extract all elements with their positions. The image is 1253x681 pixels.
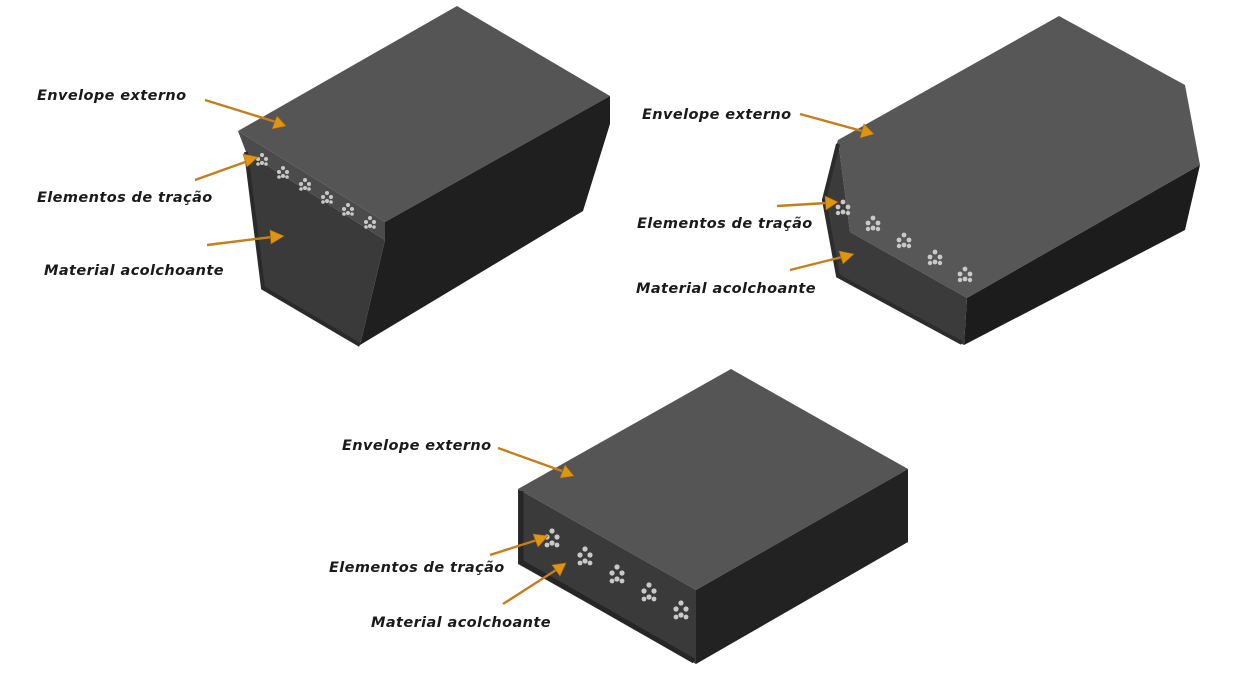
cord-cluster: [641, 582, 657, 602]
belt-side-face: [696, 469, 908, 664]
belt-front-edge: [244, 151, 362, 347]
diagram-hexagonal-belt: Envelope externo Elementos de tração Mat…: [636, 16, 1200, 345]
cord-cluster: [299, 178, 311, 191]
belt-front-face: [518, 489, 696, 664]
label-cushion: Material acolchoante: [636, 281, 816, 297]
arrowhead: [269, 229, 285, 245]
cord-cluster: [609, 564, 625, 584]
arrowhead: [551, 562, 567, 577]
cord-cluster: [321, 191, 333, 204]
belt-top-face: [518, 369, 908, 590]
cord-cluster: [673, 600, 689, 620]
label-cushion: Material acolchoante: [44, 263, 224, 279]
arrow-cushion: [502, 568, 557, 606]
arrowhead: [532, 533, 549, 548]
diagram-flat-belt: Envelope externo Elementos de tração Mat…: [329, 369, 908, 664]
arrowhead: [859, 123, 875, 139]
cord-cluster: [277, 166, 289, 179]
label-envelope: Envelope externo: [342, 438, 492, 454]
arrow-cushion: [206, 235, 273, 247]
belt-side-face: [360, 96, 610, 345]
cord-cluster: [256, 153, 268, 166]
label-traction: Elementos de tração: [37, 190, 213, 206]
arrowhead: [271, 115, 287, 130]
label-envelope: Envelope externo: [642, 107, 792, 123]
cord-cluster: [957, 266, 973, 283]
arrow-envelope: [204, 98, 277, 124]
belt-top-face: [838, 16, 1200, 298]
arrow-traction: [194, 159, 249, 182]
arrowhead: [824, 195, 839, 211]
belt-front-edge: [821, 143, 963, 345]
belt-top-face: [238, 6, 610, 222]
arrowhead: [838, 250, 855, 265]
belt-side-face: [964, 165, 1200, 345]
arrowhead: [242, 153, 259, 168]
cord-cluster: [835, 199, 851, 216]
cord-cluster: [896, 232, 912, 249]
label-traction: Elementos de tração: [329, 560, 505, 576]
cord-cluster: [577, 546, 593, 566]
cord-cluster: [364, 216, 376, 229]
arrow-envelope: [497, 446, 563, 473]
traction-cords: [256, 153, 376, 229]
belt-front-edge: [518, 491, 696, 664]
cord-cluster: [927, 249, 943, 266]
arrow-traction: [489, 538, 538, 557]
label-traction: Elementos de tração: [637, 216, 813, 232]
cord-cluster: [865, 215, 881, 232]
label-envelope: Envelope externo: [37, 88, 187, 104]
arrow-traction: [776, 201, 828, 208]
diagram-v-belt: Envelope externo Elementos de tração Mat…: [37, 6, 610, 347]
label-cushion: Material acolchoante: [371, 615, 551, 631]
cord-cluster: [342, 203, 354, 216]
arrow-cushion: [789, 255, 843, 272]
belt-front-face: [822, 140, 967, 345]
arrowhead: [559, 464, 575, 479]
arrow-envelope: [799, 112, 863, 133]
traction-cords: [835, 199, 973, 283]
